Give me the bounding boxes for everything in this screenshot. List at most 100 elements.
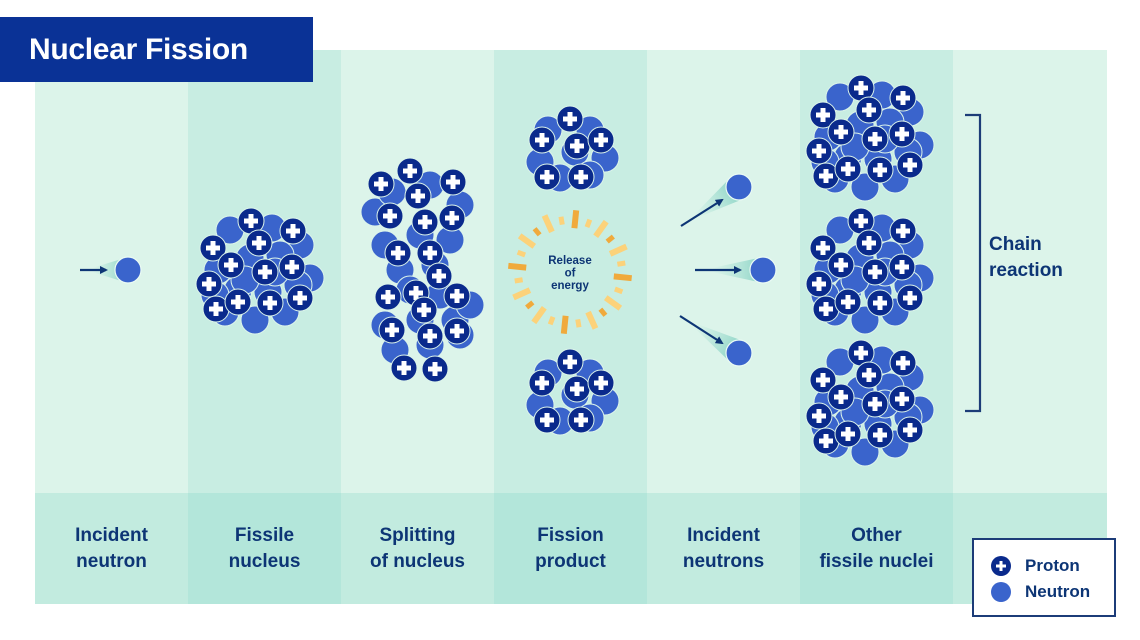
other-fissile-nucleus-3	[805, 339, 935, 467]
plus-icon	[873, 163, 887, 177]
plus-icon	[293, 291, 307, 305]
plus-icon	[816, 108, 830, 122]
plus-icon	[450, 324, 464, 338]
column-label-incident-neutron: Incident neutron	[35, 523, 188, 575]
plus-icon	[903, 291, 917, 305]
column-label-other-fissile: Other fissile nuclei	[800, 523, 953, 575]
label-line: Chain	[989, 234, 1042, 255]
page-title: Nuclear Fission	[29, 32, 248, 66]
plus-icon	[895, 127, 909, 141]
title-banner: Nuclear Fission	[0, 17, 313, 82]
plus-icon	[411, 189, 425, 203]
label-line: Other	[851, 525, 902, 546]
plus-icon	[418, 215, 432, 229]
fission-product-top	[525, 105, 620, 193]
plus-icon	[594, 376, 608, 390]
fissile-nucleus	[195, 207, 325, 335]
column-backgrounds	[35, 50, 1107, 604]
plus-icon	[446, 175, 460, 189]
plus-icon	[432, 269, 446, 283]
plus-icon	[834, 125, 848, 139]
plus-icon	[862, 236, 876, 250]
plus-icon	[816, 241, 830, 255]
plus-icon	[535, 376, 549, 390]
column-label-band	[800, 493, 953, 604]
plus-icon	[841, 162, 855, 176]
plus-icon	[896, 356, 910, 370]
plus-icon	[812, 144, 826, 158]
plus-icon	[896, 224, 910, 238]
other-fissile-nucleus-2	[805, 207, 935, 335]
plus-icon	[570, 382, 584, 396]
arrow-icon	[680, 198, 724, 227]
plus-icon	[403, 164, 417, 178]
plus-icon	[263, 296, 277, 310]
plus-icon	[391, 246, 405, 260]
neutron	[725, 339, 753, 367]
column-label-fission-product: Fission product	[494, 523, 647, 575]
plus-icon	[202, 277, 216, 291]
legend-neutron: Neutron	[991, 582, 1090, 602]
incident-neutron	[80, 256, 142, 284]
legend-proton: Proton	[991, 556, 1080, 576]
plus-icon	[417, 303, 431, 317]
neutron	[725, 173, 753, 201]
label-line: Incident	[75, 525, 148, 546]
plus-icon	[206, 241, 220, 255]
plus-icon	[854, 81, 868, 95]
incident-neutron	[679, 315, 753, 367]
plus-icon	[385, 323, 399, 337]
plus-icon	[563, 112, 577, 126]
plus-icon	[862, 103, 876, 117]
label-line: Fissile	[234, 525, 295, 546]
label-line: neutron	[76, 551, 147, 572]
plus-icon	[841, 295, 855, 309]
incident-neutrons-layer	[80, 173, 777, 367]
plus-icon	[819, 434, 833, 448]
column-label-band	[35, 493, 188, 604]
plus-icon	[854, 214, 868, 228]
plus-icon	[383, 209, 397, 223]
label-line: reaction	[989, 260, 1063, 281]
plus-icon	[903, 423, 917, 437]
plus-icon	[895, 392, 909, 406]
plus-icon	[841, 427, 855, 441]
plus-icon	[423, 329, 437, 343]
label-line: product	[535, 551, 606, 572]
label-line: neutrons	[682, 551, 765, 572]
plus-icon	[409, 286, 423, 300]
column-bg	[953, 50, 1107, 493]
label-line: of nucleus	[369, 551, 465, 572]
plus-icon	[819, 169, 833, 183]
plus-icon	[594, 133, 608, 147]
legend-neutron-label: Neutron	[1025, 582, 1091, 601]
plus-icon	[445, 211, 459, 225]
neutron	[114, 256, 142, 284]
proton-icon	[991, 556, 1011, 576]
plus-icon	[224, 258, 238, 272]
fission-product-bottom	[525, 348, 620, 436]
label-line: Incident	[687, 525, 760, 546]
neutron	[749, 256, 777, 284]
other-fissile-nucleus-1	[805, 74, 935, 202]
label-line: Fission	[537, 525, 604, 546]
plus-icon	[563, 355, 577, 369]
plus-icon	[903, 158, 917, 172]
plus-icon	[285, 260, 299, 274]
plus-icon	[895, 260, 909, 274]
chain-reaction-bracket	[965, 113, 982, 413]
nuclei-layer	[195, 74, 935, 467]
column-label-band	[188, 493, 341, 604]
arrow-icon	[679, 315, 724, 345]
incident-neutron	[680, 173, 753, 227]
plus-icon	[816, 373, 830, 387]
plus-icon	[854, 346, 868, 360]
plus-icon	[231, 295, 245, 309]
plus-icon	[873, 296, 887, 310]
column-label-splitting: Splitting of nucleus	[341, 523, 494, 575]
plus-icon	[819, 302, 833, 316]
plus-icon	[868, 132, 882, 146]
plus-icon	[535, 133, 549, 147]
